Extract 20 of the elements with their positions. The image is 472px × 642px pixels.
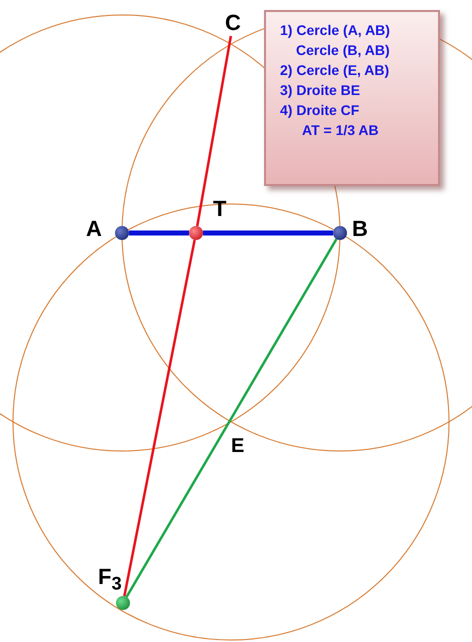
line-segment (125, 238, 338, 598)
note-card (264, 10, 440, 186)
point-dot (116, 596, 130, 610)
point-label: C (222, 12, 244, 36)
construction-step: 2) Cercle (E, AB) (280, 60, 432, 80)
line-segment (123, 240, 196, 596)
point-dot (115, 226, 129, 240)
construction-step: 3) Droite BE (280, 80, 432, 100)
construction-step: AT = 1/3 AB (280, 120, 432, 140)
point-dot (333, 226, 347, 240)
line-segment (203, 230, 333, 236)
point-dot (189, 226, 203, 240)
point-label: E (231, 436, 244, 456)
construction-step: 1) Cercle (A, AB) (280, 20, 432, 40)
point-label: B (352, 218, 368, 240)
point-label: A (86, 218, 102, 240)
point-label: F$_{3}$ (98, 566, 122, 593)
line-segment (129, 230, 189, 236)
construction-step: Cercle (B, AB) (280, 40, 432, 60)
construction-step: 4) Droite CF (280, 100, 432, 120)
